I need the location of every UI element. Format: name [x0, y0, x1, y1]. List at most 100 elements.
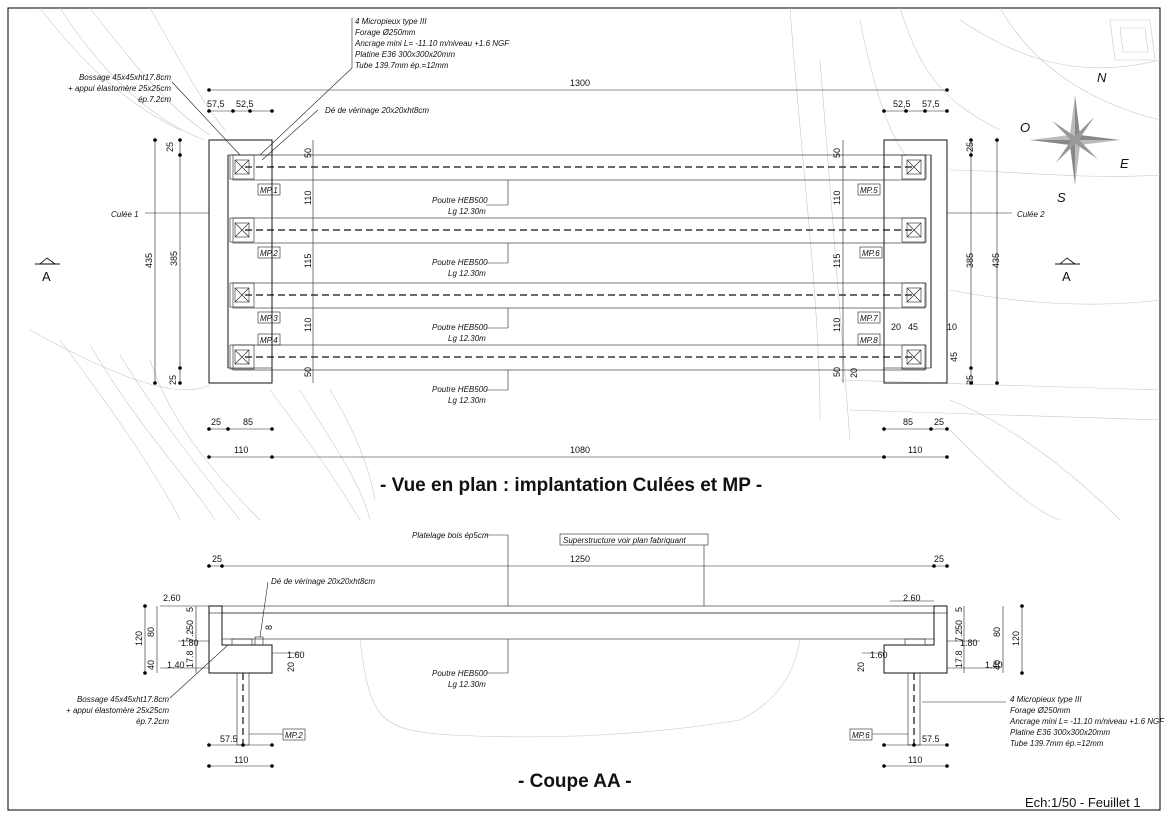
svg-text:50: 50: [832, 148, 842, 158]
level-label: 1.40: [167, 660, 185, 670]
section-title: - Coupe AA -: [518, 771, 632, 792]
mp-labels-left: MP.1 MP.2 MP.3 MP.4: [257, 183, 281, 346]
svg-text:85: 85: [903, 417, 913, 427]
section-mark-right: A: [1055, 257, 1080, 284]
svg-text:1080: 1080: [570, 445, 590, 455]
section-mark-left: A: [35, 257, 60, 284]
svg-text:385: 385: [169, 251, 179, 266]
sheet-border: [7, 7, 1161, 811]
svg-text:120: 120: [1011, 631, 1021, 646]
svg-text:7.2: 7.2: [954, 629, 964, 642]
svg-text:52,5: 52,5: [893, 99, 911, 109]
svg-text:52,5: 52,5: [236, 99, 254, 109]
level-label: 1.60: [870, 650, 888, 660]
svg-text:57,5: 57,5: [207, 99, 225, 109]
svg-text:A: A: [1062, 269, 1071, 284]
plan-dimensions: 1300 57,5 52,5 52,5 57,5 25 25 385 435 2…: [144, 78, 1001, 459]
de-verinage-note-plan: Dé de vérinage 20x20xht8cm: [261, 106, 429, 161]
micropile-pad-mp6: [901, 217, 927, 243]
svg-text:1300: 1300: [570, 78, 590, 88]
svg-text:385: 385: [965, 253, 975, 268]
svg-text:Ancrage mini L= -11.10 m/nivea: Ancrage mini L= -11.10 m/niveau +1.6 NGF: [1009, 717, 1165, 726]
beam-label: Poutre HEB500: [432, 669, 488, 678]
svg-text:17.8: 17.8: [954, 650, 964, 668]
svg-text:25: 25: [934, 417, 944, 427]
micropile-pads: [229, 154, 927, 370]
level-label: 2.60: [903, 593, 921, 603]
beam-length: Lg 12.30m: [448, 680, 486, 689]
level-label: 1.80: [181, 638, 199, 648]
beam-3: [232, 282, 926, 309]
beam-length: Lg 12.30m: [448, 334, 486, 343]
svg-text:5: 5: [185, 607, 195, 612]
terrain-background: [29, 7, 1161, 738]
micropile-pad-mp2: [229, 217, 255, 243]
beam-2: [232, 217, 926, 244]
micropile-pad-mp5: [901, 154, 927, 180]
scale-label: Ech:1/50 - Feuillet 1: [1025, 795, 1141, 810]
mp-label: MP.3: [260, 314, 278, 323]
svg-text:17.8: 17.8: [185, 650, 195, 668]
mp-label: MP.1: [260, 186, 278, 195]
beam-label: Poutre HEB500: [432, 258, 488, 267]
svg-text:50: 50: [303, 148, 313, 158]
svg-text:Forage Ø250mm: Forage Ø250mm: [355, 28, 416, 37]
mp-labels-right: MP.5 MP.6 MP.7 MP.8: [857, 183, 883, 346]
svg-text:ép.7.2cm: ép.7.2cm: [136, 717, 169, 726]
micropile-pad-mp7: [901, 282, 927, 308]
svg-text:Tube 139.7mm ép.=12mm: Tube 139.7mm ép.=12mm: [355, 61, 449, 70]
beams: [232, 154, 926, 371]
platelage-note: Platelage bois ép5cm: [412, 531, 489, 540]
deck-platelage: [208, 605, 948, 614]
svg-text:Ancrage mini L= -11.10 m/nivea: Ancrage mini L= -11.10 m/niveau +1.6 NGF: [354, 39, 510, 48]
svg-text:4 Micropieux type III: 4 Micropieux type III: [355, 17, 427, 26]
svg-text:20: 20: [286, 662, 296, 672]
svg-text:Platine E36 300x300x20mm: Platine E36 300x300x20mm: [1010, 728, 1110, 737]
plan-title: - Vue en plan : implantation Culées et M…: [380, 475, 762, 496]
svg-text:+ appui élastomère 25x25cm: + appui élastomère 25x25cm: [66, 706, 169, 715]
svg-text:A: A: [42, 269, 51, 284]
level-markers: 2.60 1.80 1.60 1.40 2.60 1.80 1.60 1.40: [160, 593, 1003, 670]
micropile-pad-mp3: [229, 282, 255, 308]
superstructure-note: Superstructure voir plan fabriquant: [563, 536, 687, 545]
svg-text:Bossage 45x45xht17.8cm: Bossage 45x45xht17.8cm: [79, 73, 171, 82]
svg-text:8: 8: [264, 625, 274, 630]
svg-text:20: 20: [891, 322, 901, 332]
svg-text:50: 50: [832, 367, 842, 377]
abutment-left-section: [208, 605, 273, 674]
svg-text:7.2: 7.2: [185, 629, 195, 642]
svg-text:ép.7.2cm: ép.7.2cm: [138, 95, 171, 104]
svg-text:57.5: 57.5: [220, 734, 238, 744]
north-arrow-icon: N O E S: [1020, 70, 1129, 205]
svg-text:85: 85: [243, 417, 253, 427]
mp-label: MP.7: [860, 314, 878, 323]
bossage-note-section: Bossage 45x45xht17.8cm + appui élastomèr…: [66, 644, 229, 726]
svg-text:25: 25: [211, 417, 221, 427]
micropile-note-section: 4 Micropieux type III Forage Ø250mm Ancr…: [922, 695, 1165, 748]
svg-text:10: 10: [947, 322, 957, 332]
svg-text:5: 5: [954, 607, 964, 612]
micropile-pad-mp8: [901, 344, 927, 370]
svg-text:80: 80: [146, 627, 156, 637]
svg-text:50: 50: [185, 620, 195, 630]
beam-label: Poutre HEB500: [432, 323, 488, 332]
svg-text:110: 110: [908, 755, 922, 765]
culee-right-label: Culée 2: [1017, 210, 1045, 219]
beam-1: [232, 154, 926, 181]
svg-text:110: 110: [832, 191, 842, 205]
svg-text:110: 110: [908, 445, 922, 455]
level-label: 1.40: [985, 660, 1003, 670]
svg-text:1250: 1250: [570, 554, 590, 564]
svg-text:25: 25: [965, 142, 975, 152]
svg-text:20: 20: [849, 368, 859, 378]
beam-label: Poutre HEB500: [432, 196, 488, 205]
de-verinage-note-section: Dé de vérinage 20x20xht8cm: [271, 577, 375, 586]
svg-text:20: 20: [856, 662, 866, 672]
abutment-right-section: [883, 605, 948, 674]
svg-text:Dé de vérinage 20x20xht8cm: Dé de vérinage 20x20xht8cm: [325, 106, 429, 115]
beam-heb500: [221, 612, 935, 640]
svg-text:110: 110: [234, 445, 248, 455]
svg-text:110: 110: [303, 191, 313, 205]
beam-labels: Poutre HEB500 Lg 12.30m Poutre HEB500 Lg…: [432, 180, 509, 405]
